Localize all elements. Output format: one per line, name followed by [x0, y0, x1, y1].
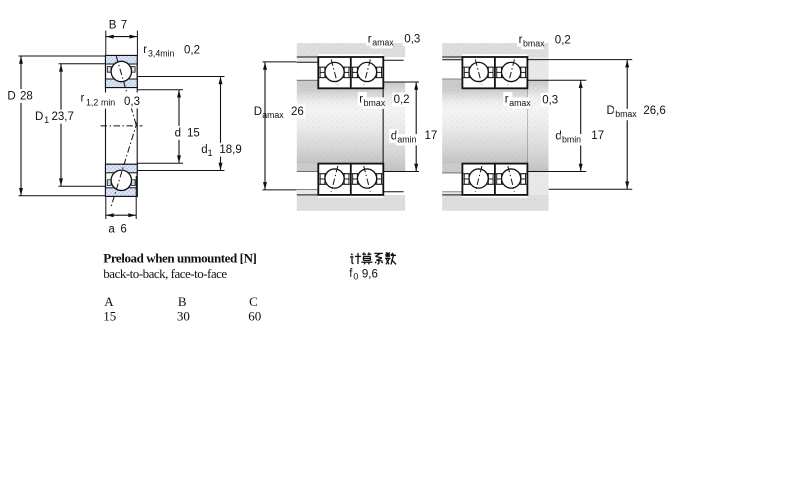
svg-text:B: B — [178, 294, 187, 309]
svg-text:D: D — [7, 91, 15, 103]
svg-text:9,6: 9,6 — [362, 268, 378, 280]
svg-text:3,4min: 3,4min — [148, 48, 175, 58]
svg-text:D: D — [35, 111, 43, 123]
svg-text:30: 30 — [177, 309, 190, 324]
svg-text:bmax: bmax — [523, 38, 545, 48]
svg-text:a: a — [108, 224, 115, 236]
svg-text:d: d — [555, 130, 561, 142]
svg-text:bmax: bmax — [364, 98, 386, 108]
svg-text:D: D — [254, 106, 262, 118]
svg-text:0,2: 0,2 — [394, 94, 410, 106]
svg-text:0,3: 0,3 — [542, 94, 558, 106]
svg-text:r: r — [519, 34, 523, 46]
svg-text:1,2: 1,2 — [86, 98, 98, 108]
svg-text:26: 26 — [291, 106, 304, 118]
svg-text:7: 7 — [121, 20, 127, 32]
svg-text:d: d — [391, 130, 397, 142]
svg-text:amax: amax — [509, 98, 531, 108]
svg-text:1: 1 — [208, 148, 213, 158]
svg-text:0: 0 — [353, 272, 358, 282]
svg-text:B: B — [109, 20, 117, 32]
svg-text:d: d — [201, 144, 207, 156]
svg-text:0,2: 0,2 — [184, 45, 200, 57]
svg-text:r: r — [368, 33, 372, 45]
svg-text:amin: amin — [397, 134, 416, 144]
svg-text:bmin: bmin — [562, 134, 581, 144]
svg-text:r: r — [143, 44, 147, 56]
svg-text:amax: amax — [372, 37, 394, 47]
svg-text:1: 1 — [44, 115, 49, 125]
svg-text:f: f — [349, 268, 353, 280]
svg-text:r: r — [81, 92, 85, 104]
svg-text:60: 60 — [248, 309, 261, 324]
svg-text:min: min — [101, 98, 115, 108]
svg-text:r: r — [505, 94, 509, 106]
svg-text:15: 15 — [103, 309, 116, 324]
svg-text:0,2: 0,2 — [555, 34, 571, 46]
svg-text:A: A — [104, 294, 114, 309]
svg-text:back-to-back, face-to-face: back-to-back, face-to-face — [103, 266, 227, 281]
svg-text:D: D — [607, 105, 615, 117]
svg-text:6: 6 — [120, 224, 126, 236]
svg-text:amax: amax — [262, 110, 284, 120]
svg-text:Preload when unmounted [N]: Preload when unmounted [N] — [103, 251, 256, 266]
svg-text:15: 15 — [187, 127, 200, 139]
svg-text:d: d — [175, 127, 181, 139]
svg-text:0,3: 0,3 — [124, 96, 140, 108]
svg-text:28: 28 — [20, 91, 33, 103]
svg-text:18,9: 18,9 — [219, 144, 241, 156]
svg-text:23,7: 23,7 — [52, 111, 74, 123]
svg-text:0,3: 0,3 — [404, 34, 420, 46]
svg-text:bmax: bmax — [615, 109, 637, 119]
svg-text:r: r — [359, 94, 363, 106]
svg-text:17: 17 — [425, 130, 438, 142]
svg-text:C: C — [249, 294, 258, 309]
svg-text:17: 17 — [591, 130, 604, 142]
svg-text:26,6: 26,6 — [643, 105, 665, 117]
